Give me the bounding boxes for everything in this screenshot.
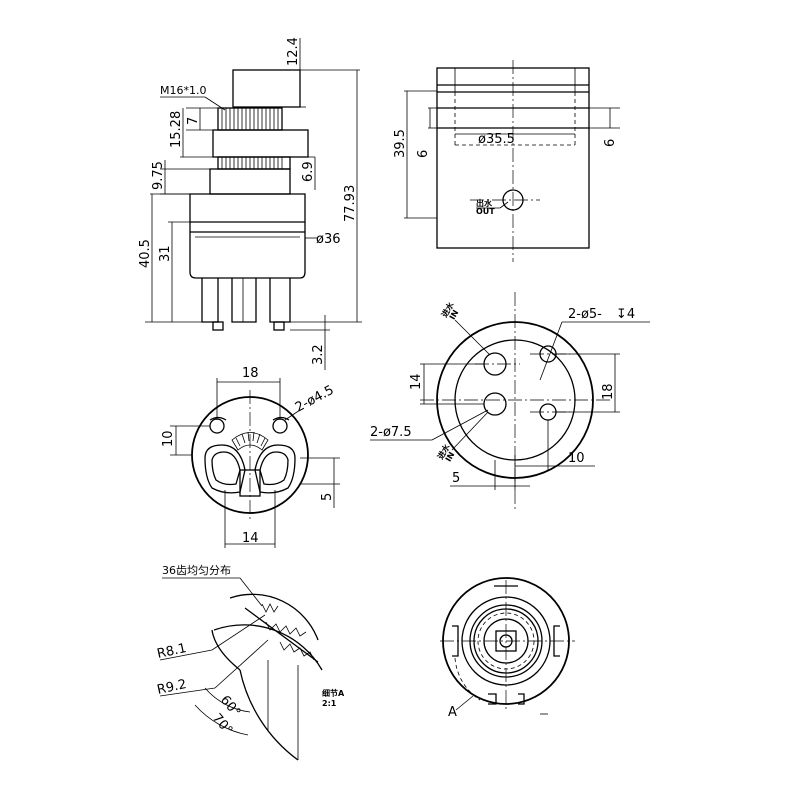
dim-right-gap: 6 — [603, 139, 618, 147]
dim-port-large-holes: 2-ø7.5 — [370, 425, 412, 440]
body-upper — [189, 193, 306, 223]
depth-symbol: ↧4 — [616, 307, 635, 322]
detail-scale: 2:1 — [322, 699, 337, 708]
dim-total: 77.93 — [343, 185, 358, 222]
dim-bottom-10: 10 — [161, 430, 176, 447]
dim-port-5: 5 — [452, 471, 460, 486]
dim-bottom-18: 18 — [242, 366, 259, 381]
top-view: A — [440, 577, 575, 720]
bottom-view: 18 2-ø4.5 10 5 14 — [161, 366, 340, 548]
body-lower — [189, 222, 306, 279]
spline-collar — [212, 129, 309, 158]
teeth-label: 36齿均匀分布 — [162, 564, 231, 577]
dim-overall: 40.5 — [138, 239, 153, 268]
flange — [209, 168, 291, 195]
dim-bottom-5: 5 — [320, 493, 335, 501]
outlet-label-cn: 出水 — [476, 198, 493, 208]
detail-marker: A — [448, 705, 457, 720]
detail-a-view: 36齿均匀分布 R8.1 R9.2 60° 70° 细节A 2:1 — [156, 564, 345, 761]
lobe-left — [204, 444, 246, 494]
dim-bottom-14: 14 — [242, 531, 259, 546]
inlet-top-en: IN — [448, 308, 461, 321]
spline-hatch — [221, 157, 283, 169]
port-view: 2-ø5- ↧4 2-ø7.5 14 18 10 5 进水 IN 进水 IN — [370, 292, 650, 510]
bottom-hole-right — [272, 418, 288, 434]
lobe-right — [254, 444, 296, 494]
dim-port-14: 14 — [409, 373, 424, 390]
dim-lower: 31 — [158, 245, 173, 262]
inlet-bottom-en: IN — [444, 450, 457, 463]
front-view: 39.5 6 6 ø35.5 出水 OUT — [393, 60, 620, 262]
outlet-label-en: OUT — [476, 207, 495, 216]
dim-spline: 15.28 — [169, 111, 184, 148]
stem-block — [232, 69, 301, 108]
side-view: 12.4 M16*1.0 7 15.28 9.75 6.9 ø36 40.5 3… — [138, 37, 362, 370]
dim-flange: 9.75 — [151, 161, 166, 190]
thread-hatch — [221, 108, 279, 130]
dim-port-18: 18 — [601, 383, 616, 400]
dim-feet: 3.2 — [311, 344, 326, 365]
dim-height: 39.5 — [393, 129, 408, 158]
foot-right — [269, 278, 291, 323]
dim-body: 6.9 — [301, 161, 316, 182]
r-inner-label: R8.1 — [156, 641, 188, 662]
foot-mid — [231, 278, 257, 323]
r-outer-label: R9.2 — [156, 677, 188, 698]
dim-port-10: 10 — [568, 451, 585, 466]
detail-title: 细节A — [322, 688, 345, 698]
inlet-hole-bottom — [483, 392, 507, 416]
dim-port-small-holes: 2-ø5- — [568, 307, 602, 322]
dim-front-diameter: ø35.5 — [478, 132, 515, 147]
dim-thread: 7 — [186, 117, 201, 125]
teeth-pattern — [261, 603, 315, 661]
dim-diameter: ø36 — [316, 232, 341, 247]
thread-label: M16*1.0 — [160, 84, 206, 97]
foot-left — [201, 278, 219, 323]
dim-top-height: 12.4 — [286, 37, 301, 66]
dim-left-gap: 6 — [416, 150, 431, 158]
bottom-hole-left — [209, 418, 225, 434]
outlet-hole — [502, 189, 524, 211]
